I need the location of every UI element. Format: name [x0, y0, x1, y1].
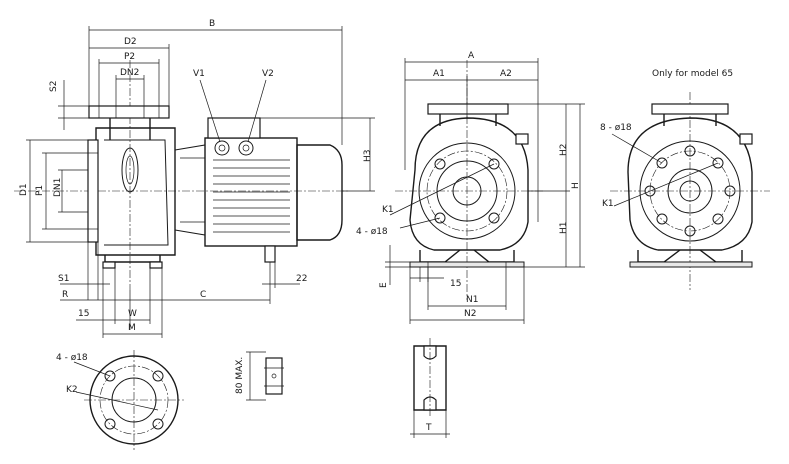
front-view: A A1 A2 H2 H1 H K1 4 - ø18 E 15	[356, 51, 585, 324]
dim-T: T	[425, 423, 432, 433]
dim-P1: P1	[35, 185, 45, 196]
dim-H: H	[571, 182, 581, 189]
label-K1: K1	[382, 205, 394, 215]
dim-22: 22	[296, 274, 307, 284]
model65-view: Only for model 65 8 - ø18 K1	[600, 69, 770, 290]
flange-view: 4 - ø18 K2	[56, 350, 184, 450]
max80-detail: 80 MAX.	[235, 351, 284, 401]
label-K1-right: K1	[602, 199, 614, 209]
dim-S2: S2	[49, 81, 59, 92]
motor-fins	[213, 159, 290, 233]
dim-P2: P2	[124, 52, 135, 62]
dim-R: R	[62, 290, 68, 300]
slot-detail: T	[410, 338, 450, 438]
dim-E: E	[379, 282, 389, 288]
label-4-holes: 4 - ø18	[356, 227, 388, 237]
dim-H2: H2	[559, 144, 569, 157]
dim-A2: A2	[500, 69, 512, 79]
label-K2: K2	[66, 385, 78, 395]
label-V2: V2	[262, 69, 274, 79]
dim-A: A	[468, 51, 475, 61]
dim-N2: N2	[464, 309, 476, 319]
side-view: B D2 P2 DN2 S2 V1 V2 H3 D1	[14, 19, 375, 338]
label-8-holes: 8 - ø18	[600, 123, 632, 133]
dim-A1: A1	[433, 69, 445, 79]
model65-note: Only for model 65	[652, 69, 733, 79]
label-V1: V1	[193, 69, 205, 79]
label-flange-holes: 4 - ø18	[56, 353, 88, 363]
dim-80-max: 80 MAX.	[235, 357, 245, 394]
dim-DN2: DN2	[120, 68, 139, 78]
dim-D2: D2	[124, 37, 137, 47]
dim-W: W	[128, 309, 137, 319]
dim-DN1: DN1	[53, 178, 63, 197]
dim-15-left: 15	[78, 309, 89, 319]
eight-bolt-holes	[644, 145, 736, 237]
dim-N1: N1	[466, 295, 478, 305]
dim-15-mid: 15	[450, 279, 461, 289]
dim-S1: S1	[58, 274, 69, 284]
dim-C: C	[200, 290, 206, 300]
dim-D1: D1	[19, 183, 29, 196]
dim-M: M	[128, 323, 136, 333]
dim-H3: H3	[363, 150, 373, 163]
dim-H1: H1	[559, 222, 569, 235]
dim-B: B	[209, 19, 215, 29]
